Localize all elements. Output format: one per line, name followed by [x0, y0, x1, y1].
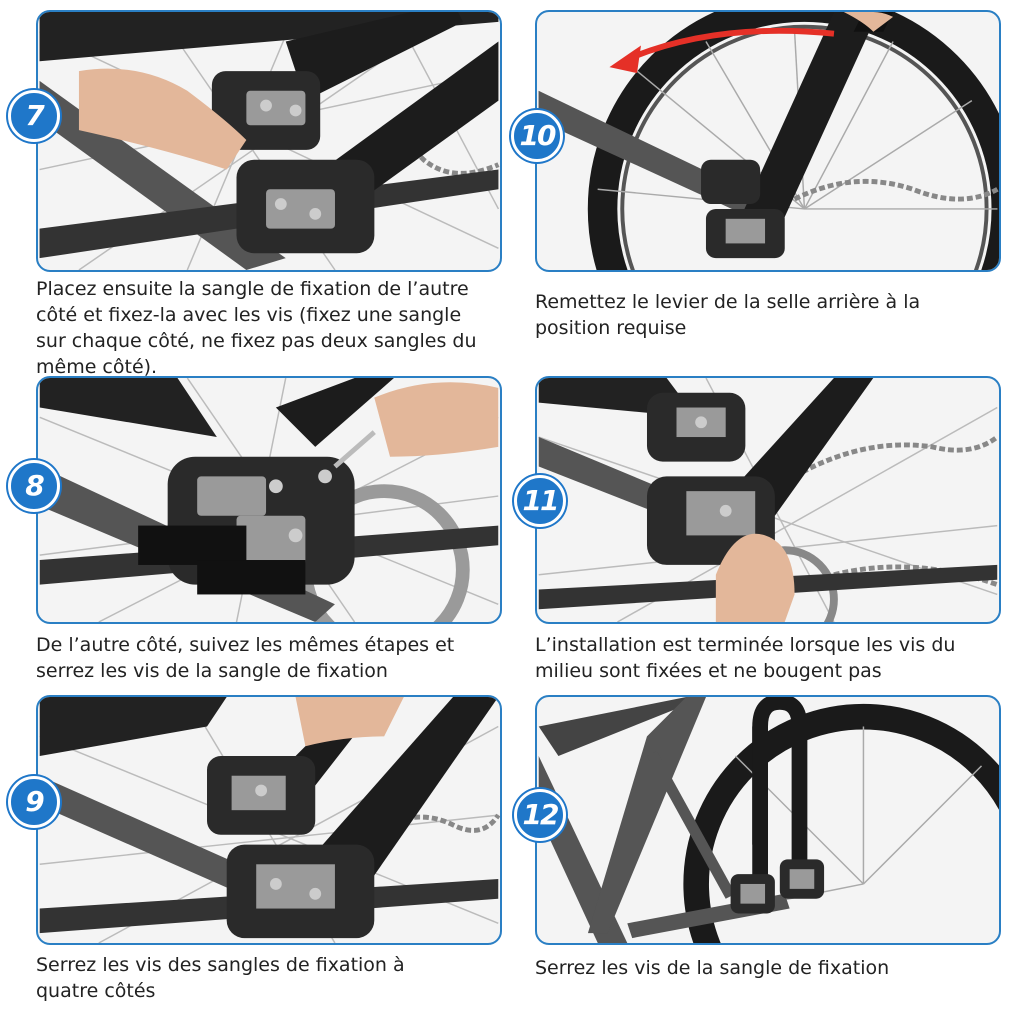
installation-complete-illustration [538, 378, 999, 622]
step-12-badge: 12 [514, 789, 566, 841]
step-8-photo [36, 376, 502, 624]
four-side-screws-illustration [39, 697, 500, 943]
step-7-badge: 7 [8, 90, 60, 142]
step-11-badge: 11 [514, 475, 566, 527]
step-11-caption: L’installation est terminée lorsque les … [535, 634, 956, 682]
mounted-rack-illustration [538, 697, 999, 943]
step-10-badge: 10 [511, 110, 563, 162]
step-11-photo [535, 376, 1001, 624]
step-10-photo [535, 10, 1001, 272]
curved-arrow-icon [626, 27, 835, 62]
step-9-badge: 9 [8, 776, 60, 828]
bike-rack-bracket-illustration [39, 12, 500, 270]
step-12-photo [535, 695, 1001, 945]
step-8-caption: De l’autre côté, suivez les mêmes étapes… [36, 634, 455, 682]
step-9-photo [36, 695, 502, 945]
rear-wheel-lever-illustration [538, 12, 999, 270]
bracket-strap-screws-illustration [39, 378, 499, 622]
step-8-badge: 8 [8, 460, 60, 512]
step-10-caption: Remettez le levier de la selle arrière à… [535, 291, 921, 339]
step-7-photo [36, 10, 502, 272]
step-12-caption: Serrez les vis de la sangle de fixation [535, 957, 890, 979]
step-7-caption: Placez ensuite la sangle de fixation de … [36, 278, 477, 378]
step-9-caption: Serrez les vis des sangles de fixation à… [36, 954, 405, 1002]
